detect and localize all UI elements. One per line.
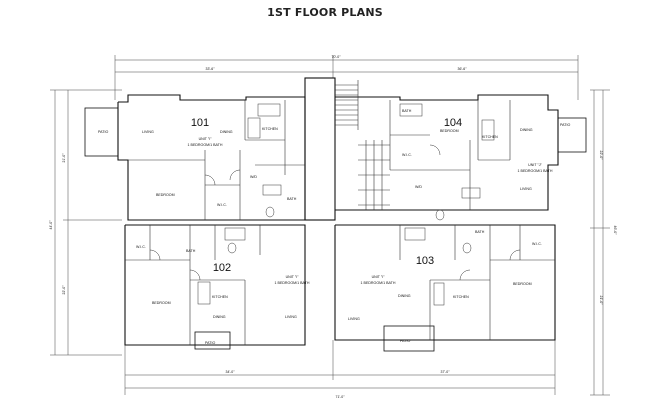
room-102-bath: BATH xyxy=(186,249,196,253)
room-102-living: LIVING xyxy=(285,315,297,319)
page-title: 1ST FLOOR PLANS xyxy=(267,6,383,19)
room-104-wic: W.I.C. xyxy=(402,153,412,157)
room-101-wd: W/D xyxy=(250,175,257,179)
room-101-kitchen: KITCHEN xyxy=(262,127,278,131)
dim-bottom-left: 34'-0" xyxy=(226,370,236,374)
room-103-kitchen: KITCHEN xyxy=(453,295,469,299)
dim-bottom-right: 37'-0" xyxy=(441,370,451,374)
unit-103-desc: 1 BEDROOM/1 BATH xyxy=(361,281,396,285)
unit-103-label: UNIT "I" xyxy=(372,275,386,279)
unit-101-desc: 1 BEDROOM/1 BATH xyxy=(188,143,223,147)
room-101-bedroom: BEDROOM xyxy=(156,193,175,197)
dim-overall-bottom: 71'-0" xyxy=(336,395,346,399)
dim-left-overall: 44'-0" xyxy=(49,220,53,230)
room-102-kitchen: KITCHEN xyxy=(212,295,228,299)
room-102-wic: W.I.C. xyxy=(136,245,146,249)
room-102-patio: PATIO xyxy=(205,341,215,345)
room-104-bath: BATH xyxy=(402,109,412,113)
unit-102-desc: 1 BEDROOM/1 BATH xyxy=(275,281,310,285)
room-101-wic: W.I.C. xyxy=(217,203,227,207)
dim-top-right: 36'-6" xyxy=(458,67,468,71)
room-103-living: LIVING xyxy=(348,317,360,321)
unit-101-label: UNIT "I" xyxy=(199,137,213,141)
room-104-living: LIVING xyxy=(520,187,532,191)
room-104-dining: DINING xyxy=(520,128,533,132)
dimension-lines xyxy=(50,55,610,396)
room-102-dining: DINING xyxy=(213,315,226,319)
unit-104-label: UNIT "J" xyxy=(528,163,542,167)
unit-103-number: 103 xyxy=(416,255,434,267)
room-104-kitchen: KITCHEN xyxy=(482,135,498,139)
exterior-walls xyxy=(84,77,587,352)
unit-102-label: UNIT "I" xyxy=(286,275,300,279)
room-101-patio: PATIO xyxy=(98,130,108,134)
dim-right-overall: 46'-0" xyxy=(613,226,617,236)
room-104-patio: PATIO xyxy=(560,123,570,127)
dim-top-left: 33'-6" xyxy=(206,67,216,71)
fixtures xyxy=(149,103,521,306)
dim-overall-top: 70'-0" xyxy=(332,55,342,59)
room-103-bedroom: BEDROOM xyxy=(513,282,532,286)
room-102-bedroom: BEDROOM xyxy=(152,301,171,305)
unit-104-desc: 1 BEDROOM/1 BATH xyxy=(518,169,553,173)
interior-walls xyxy=(125,80,555,345)
room-101-dining: DINING xyxy=(220,130,233,134)
unit-104-number: 104 xyxy=(444,117,462,129)
dim-left-upper: 21'-0" xyxy=(62,153,66,163)
room-103-patio: PATIO xyxy=(400,339,410,343)
unit-101-number: 101 xyxy=(191,117,209,129)
dim-left-lower: 22'-0" xyxy=(62,285,66,295)
dim-right-upper: 22'-0" xyxy=(599,151,603,161)
room-103-wic: W.I.C. xyxy=(532,242,542,246)
unit-102-number: 102 xyxy=(213,262,231,274)
room-104-wd: W/D xyxy=(415,185,422,189)
dim-right-lower: 21'-0" xyxy=(599,296,603,306)
room-103-dining: DINING xyxy=(398,294,411,298)
room-101-bath: BATH xyxy=(287,197,297,201)
room-104-bedroom: BEDROOM xyxy=(440,129,459,133)
room-103-bath: BATH xyxy=(475,230,485,234)
room-101-living: LIVING xyxy=(142,130,154,134)
